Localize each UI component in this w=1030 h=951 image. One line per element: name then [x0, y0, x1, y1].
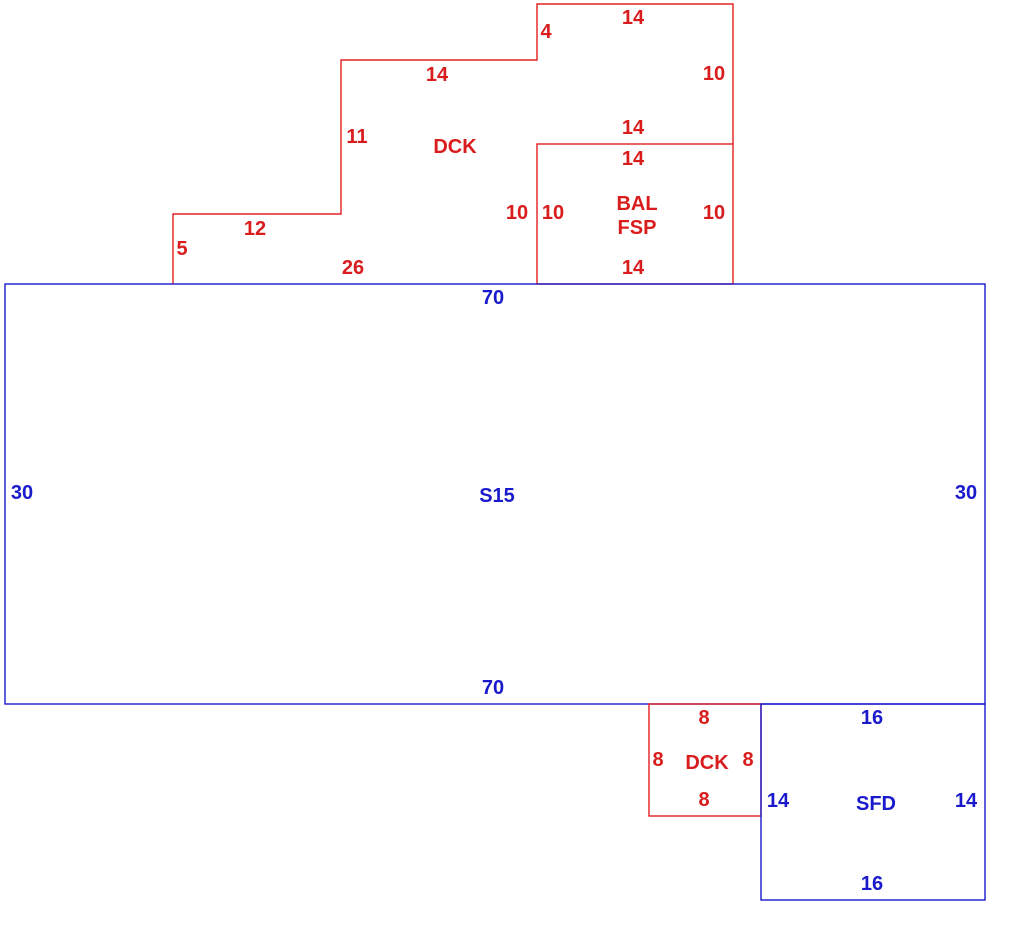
upper-deck-bottom-width: 26: [342, 257, 364, 279]
balcony-code-line2: FSP: [618, 217, 657, 239]
upper-deck-step-height: 11: [346, 126, 367, 148]
upper-deck-step-width: 14: [426, 64, 449, 86]
sfd-outline: [760, 703, 986, 901]
main-bottom-dim: 70: [482, 677, 504, 699]
sfd-code: SFD: [856, 793, 896, 815]
balcony-left-dim: 10: [542, 202, 564, 224]
lower-deck-code: DCK: [685, 752, 729, 774]
upper-deck-outline: [172, 3, 734, 284]
main-structure-outline: [4, 283, 986, 705]
upper-deck-lower-step-height: 5: [176, 238, 187, 260]
sfd-right-dim: 14: [955, 790, 978, 812]
lower-deck-right-dim: 8: [742, 749, 753, 771]
upper-deck-inner-width: 14: [622, 117, 645, 139]
upper-deck-inner-height: 10: [506, 202, 528, 224]
balcony-top-dim: 14: [622, 148, 645, 170]
main-right-dim: 30: [955, 482, 977, 504]
balcony-right-dim: 10: [703, 202, 725, 224]
lower-deck-bottom-dim: 8: [698, 789, 709, 811]
main-code: S15: [479, 485, 515, 507]
balcony-code-line1: BAL: [616, 193, 657, 215]
upper-deck-code: DCK: [433, 136, 477, 158]
upper-deck-lower-step-width: 12: [244, 218, 266, 240]
lower-deck-top-dim: 8: [698, 707, 709, 729]
upper-deck-right-height: 10: [703, 63, 725, 85]
upper-deck-notch-width: 4: [540, 21, 552, 43]
sfd-bottom-dim: 16: [861, 873, 883, 895]
upper-deck-top-width: 14: [622, 7, 645, 29]
balcony-bottom-dim: 14: [622, 257, 645, 279]
sfd-left-dim: 14: [767, 790, 790, 812]
main-left-dim: 30: [11, 482, 33, 504]
main-top-dim: 70: [482, 287, 504, 309]
lower-deck-left-dim: 8: [652, 749, 663, 771]
sfd-top-dim: 16: [861, 707, 883, 729]
